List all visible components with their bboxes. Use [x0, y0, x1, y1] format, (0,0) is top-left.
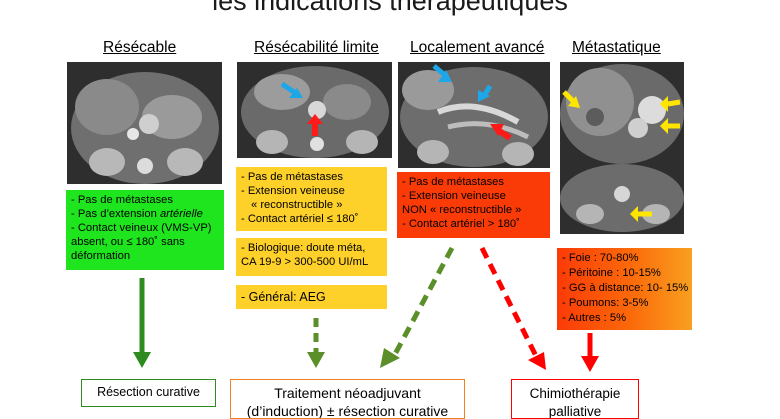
- ct-scan-localement: [398, 62, 550, 168]
- criteria-line: - Contact artériel > 180˚: [402, 218, 520, 230]
- ct-scan-metastatique-upper: [560, 62, 684, 164]
- criteria-line: - Pas de métastases: [402, 176, 504, 188]
- localement-criteria-box: - Pas de métastases - Extension veineuse…: [397, 172, 550, 238]
- criteria-line: « reconstructible »: [251, 199, 343, 211]
- criteria-line: - Biologique: doute méta,: [241, 242, 366, 254]
- heading-resecable: Résécable: [103, 39, 177, 56]
- ct-scan-resecable: [67, 62, 222, 184]
- criteria-line: CA 19-9 > 300-500 UI/mL: [241, 256, 369, 268]
- outcome-traitement-neoadjuvant: Traitement néoadjuvant (d’induction) ± r…: [230, 379, 465, 419]
- criteria-line: - Pas de métastases: [71, 194, 173, 206]
- scan-image-icon: [67, 62, 222, 184]
- criteria-line: - Pas d’extension artérielle: [71, 208, 203, 220]
- criteria-line: déformation: [71, 250, 131, 262]
- metastasis-site: - Autres : 5%: [562, 312, 627, 324]
- olive-dashed-diagonal-arrow: [380, 246, 455, 368]
- criteria-line: - Pas de métastases: [241, 171, 343, 183]
- criteria-line: - Contact artériel ≤ 180˚: [241, 213, 359, 225]
- metastasis-site: - Péritoine : 10-15%: [562, 267, 661, 279]
- limite-general-box: - Général: AEG: [236, 285, 387, 309]
- metastatique-sites-box: - Foie : 70-80% - Péritoine : 10-15% - G…: [557, 248, 692, 330]
- red-pointer-arrow-icon: [490, 124, 512, 141]
- yellow-pointer-arrow-icon: [562, 90, 681, 134]
- outcome-chimiotherapie-palliative: Chimiothérapie palliative: [511, 379, 639, 419]
- green-flow-arrow: [133, 278, 151, 368]
- scan-image-icon: [237, 62, 392, 158]
- metastasis-site: - GG à distance: 10- 15%: [562, 282, 689, 294]
- outcome-resection-curative: Résection curative: [81, 379, 216, 407]
- heading-localement-avance: Localement avancé: [410, 39, 545, 56]
- slide-title: les indications thérapeutiques: [212, 0, 568, 16]
- red-flow-arrow: [581, 333, 599, 372]
- metastasis-site: - Foie : 70-80%: [562, 252, 639, 264]
- criteria-line: - Extension veineuse: [402, 190, 506, 202]
- ct-scan-limite: [237, 62, 392, 158]
- scan-image-icon: [398, 62, 550, 168]
- limite-criteria-box: - Pas de métastases - Extension veineuse…: [236, 167, 387, 231]
- heading-resecabilite-limite: Résécabilité limite: [254, 39, 379, 56]
- olive-dashed-arrow: [307, 318, 325, 368]
- heading-metastatique: Métastatique: [572, 39, 661, 56]
- red-dashed-diagonal-arrow: [479, 246, 546, 370]
- yellow-pointer-arrow-icon: [630, 206, 652, 222]
- scan-image-icon: [560, 164, 684, 234]
- metastasis-site: - Poumons: 3-5%: [562, 297, 649, 309]
- resecable-criteria-box: - Pas de métastases - Pas d’extension ar…: [66, 190, 224, 270]
- criteria-line: - Contact veineux (VMS-VP): [71, 222, 212, 234]
- limite-biologique-box: - Biologique: doute méta, CA 19-9 > 300-…: [236, 238, 387, 276]
- criteria-line: - Extension veineuse: [241, 185, 345, 197]
- red-pointer-arrow-icon: [307, 114, 323, 136]
- criteria-line: NON « reconstructible »: [402, 204, 522, 216]
- scan-image-icon: [560, 62, 684, 164]
- blue-pointer-arrow-icon: [280, 81, 303, 98]
- criteria-line: absent, ou ≤ 180˚ sans: [71, 236, 185, 248]
- ct-scan-metastatique-lower: [560, 164, 684, 234]
- criteria-line: - Général: AEG: [241, 290, 326, 304]
- blue-pointer-arrow-icon: [432, 64, 493, 102]
